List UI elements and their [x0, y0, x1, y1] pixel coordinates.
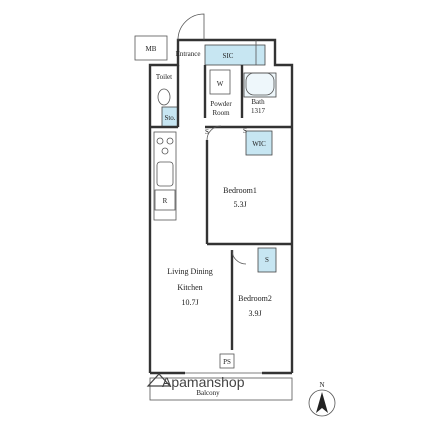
bedroom1-door-swing: [206, 125, 222, 141]
bathtub: [245, 72, 275, 96]
ps-label: PS: [223, 358, 231, 366]
ldk-size: 10.7J: [181, 298, 198, 307]
stove-burner-1: [156, 137, 164, 145]
kitchen-counter: [153, 131, 177, 221]
fridge-label: R: [163, 197, 168, 205]
powder-room-label-2: Room: [212, 109, 230, 117]
stove-burner-3: [161, 147, 169, 155]
toilet-bowl: [157, 88, 171, 106]
compass-circle-icon: [308, 389, 336, 417]
walls: [148, 38, 294, 375]
toilet-label: Toilet: [156, 73, 172, 81]
details: [134, 13, 293, 401]
powder-room-label-1: Powder: [210, 100, 232, 108]
bath-fill: [243, 72, 277, 98]
s-top-label: S: [243, 127, 247, 135]
bedroom2-door-swing: [231, 249, 247, 265]
house-logo-icon: [146, 373, 172, 387]
sic-label: SIC: [223, 52, 234, 60]
sic-storage: [204, 44, 266, 66]
entrance-door-swing: [177, 13, 205, 41]
s-mid-label: S: [205, 128, 209, 136]
balcony-label: Balcony: [196, 389, 220, 397]
bedroom2-name: Bedroom2: [238, 294, 272, 303]
brand-watermark-text: Apamanshop: [162, 374, 245, 390]
mb-box: [134, 35, 168, 61]
ldk-label-1: Living Dining: [167, 267, 213, 276]
sto-label: Sto.: [164, 114, 175, 122]
mb-label: MB: [146, 45, 157, 53]
bedroom2-closet: [257, 247, 277, 273]
bedroom1-name: Bedroom1: [223, 186, 257, 195]
washer-box: [209, 69, 231, 95]
fridge-space: [154, 189, 176, 211]
ldk-label-2: Kitchen: [177, 283, 202, 292]
room-labels: MB Entrance SIC Toilet W Powder Room Bat…: [146, 45, 272, 397]
bedroom2-size: 3.9J: [248, 309, 261, 318]
kitchen-sink: [156, 161, 174, 187]
bedroom1-size: 5.3J: [233, 200, 246, 209]
washer-label: W: [217, 80, 224, 88]
entrance-label: Entrance: [176, 50, 201, 58]
north-arrow-icon: [316, 392, 328, 413]
wic-label: WIC: [252, 140, 266, 148]
ps-box: [219, 353, 235, 369]
brand-watermark: Apamanshop: [146, 373, 245, 390]
bedroom2-closet-label: S: [265, 256, 269, 264]
bath-label-1: Bath: [251, 98, 265, 106]
wic-storage: [245, 130, 273, 156]
bath-label-2: 1317: [251, 107, 266, 115]
north-compass: N: [308, 381, 336, 417]
outer-wall: [148, 38, 294, 373]
stove-burner-2: [166, 137, 174, 145]
balcony-outline: [149, 377, 293, 401]
compass-north-label: N: [319, 381, 324, 389]
